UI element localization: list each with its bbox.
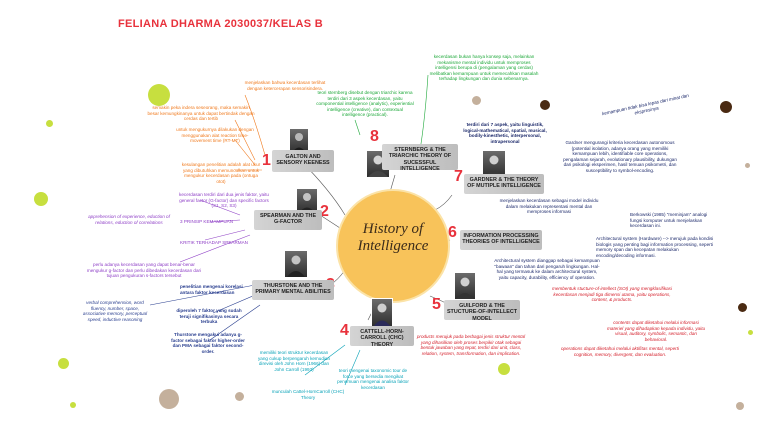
theory-number: 1 <box>262 152 271 169</box>
infoproc-note-4: Architectural system dianggap sebagai ke… <box>494 258 600 280</box>
spearman-note-2: 3 PRINSIP KEMAMPUAN <box>180 219 234 224</box>
infoproc-note-2: Berkowski (1985) "meminjam" analogi fung… <box>630 212 708 229</box>
theory-banner-sternberg[interactable]: STERNBERG & THE TRIARCHIC THEORY OF SUCE… <box>382 144 458 173</box>
decor-dot <box>58 358 69 369</box>
theory-number: 5 <box>432 296 441 313</box>
decor-dot <box>540 100 550 110</box>
theory-banner-galton[interactable]: GALTON AND SENSORY KEENESS <box>272 150 334 172</box>
gardner-note-4: Gardner mengurangi kriteria kecerdasan a… <box>563 140 677 173</box>
theory-banner-spearman[interactable]: SPEARMAN AND THE G-FACTOR <box>254 210 322 230</box>
guilford-note-3: operations dapat diketahui melalui aktif… <box>561 346 679 357</box>
theory-banner-thurstone[interactable]: THURSTONE AND THE PRIMARY MENTAL ABILITI… <box>252 280 334 300</box>
theory-number: 8 <box>370 128 379 145</box>
spearman-note-5: perlu adanya kecerdasan yang dapat benar… <box>86 262 202 279</box>
decor-dot <box>159 389 179 409</box>
theory-label: GALTON AND SENSORY KEENESS <box>276 154 330 167</box>
guilford-portrait-image <box>454 272 476 300</box>
decor-dot <box>472 96 481 105</box>
galton-note-4: kesulangan penelitian adalah alat ukur y… <box>181 162 261 184</box>
spearman-note-4: KRITIK TERHADAP SPEARMAN <box>180 240 248 245</box>
theory-banner-infoproc[interactable]: INFORMATION PROCESSING THEORIES OF INTEL… <box>460 230 542 250</box>
thurstone-portrait-image <box>284 250 308 278</box>
thurstone-note-1: penelitian mengenai korelasi antara fakt… <box>180 284 243 295</box>
decor-dot <box>34 192 48 206</box>
theory-label: GUILFORD & THE STUCTURE-OF-INTELLECT MOD… <box>446 303 518 322</box>
theory-label: THURSTONE AND THE PRIMARY MENTAL ABILITI… <box>255 283 331 296</box>
decor-dot <box>745 163 750 168</box>
theory-label: SPEARMAN AND THE G-FACTOR <box>259 213 317 226</box>
infoproc-note-1: menjelaskan kecerdasan sebagai model ind… <box>499 198 599 215</box>
decor-dot <box>46 120 53 127</box>
decor-dot <box>738 303 747 312</box>
thurstone-note-3: diperoleh 7 faktor yang sudah teruji sig… <box>176 308 242 325</box>
sternberg-note-1: teori sternberg disebut dengan triarchic… <box>316 90 414 118</box>
gardner-note-2: terdiri dari 7 aspek, yaitu linguistik, … <box>463 122 547 144</box>
theory-number: 6 <box>448 224 457 241</box>
theory-label: INFORMATION PROCESSING THEORIES OF INTEL… <box>462 233 540 246</box>
spearman-note-1: kecerdasan terdiri dari dua jenis faktor… <box>179 192 269 209</box>
decor-dot <box>736 402 744 410</box>
page-title: FELIANA DHARMA 2030037/KELAS B <box>118 18 324 30</box>
thurstone-note-4: Thurstone mengakui adanya g-factor sebag… <box>171 332 245 354</box>
spearman-note-3: apprehension of experience, eduction of … <box>88 214 170 225</box>
cattell-portrait-image <box>371 298 393 328</box>
chc-note-2: teori mengenai taxonomic tour de force y… <box>337 368 409 390</box>
galton-note-3: untuk mengukurnya dilakukan dengan mengg… <box>176 127 254 144</box>
theory-number: 2 <box>320 203 329 220</box>
chc-note-1: memiliki teori struktur kecerdasan yang … <box>257 350 331 372</box>
guilford-note-2: contents dapat diketahui melalui informa… <box>606 320 706 342</box>
theory-label: CATTELL-HORN-CARROLL (CHC) THEORY <box>360 329 404 348</box>
infoproc-note-3: Architectural system (Hardware) --> meru… <box>596 236 714 258</box>
theory-banner-chc[interactable]: CATTELL-HORN-CARROLL (CHC) THEORY <box>350 326 414 348</box>
theory-label: STERNBERG & THE TRIARCHIC THEORY OF SUCE… <box>388 147 452 173</box>
galton-note-2: semakin peka indera seseorang, maka sema… <box>147 105 255 122</box>
thurstone-note-2: verbal comprehension, word fluency, numb… <box>82 300 148 322</box>
decor-dot <box>748 330 753 335</box>
center-circle: History of Intelligence <box>338 191 448 301</box>
theory-number: 4 <box>340 322 349 339</box>
chc-note-3: munculah Cattel-HornCarroll (CHC) Theory <box>271 389 345 400</box>
gardner-note-1: kecerdasan bukan hanya konsep saja, mela… <box>429 54 539 82</box>
center-title: History of Intelligence <box>357 221 429 254</box>
guilford-note-4: products merujuk pada berbagai jenis str… <box>416 334 526 356</box>
galton-note-1: menjelaskan bahwa kecerdasan terlihat de… <box>244 80 326 91</box>
guilford-note-1: membentuk stucture-of-intellect (SOI) ya… <box>552 286 672 303</box>
decor-dot <box>70 402 76 408</box>
decor-dot <box>720 101 732 113</box>
theory-banner-guilford[interactable]: GUILFORD & THE STUCTURE-OF-INTELLECT MOD… <box>444 300 520 322</box>
theory-number: 7 <box>454 168 463 185</box>
decor-dot <box>235 392 244 401</box>
decor-dot <box>498 363 510 375</box>
decor-dot <box>148 84 170 106</box>
theory-label: GARDNER & THE THEORY OF MUTIPLE INTELLIG… <box>467 177 541 190</box>
theory-banner-gardner[interactable]: GARDNER & THE THEORY OF MUTIPLE INTELLIG… <box>464 174 544 194</box>
